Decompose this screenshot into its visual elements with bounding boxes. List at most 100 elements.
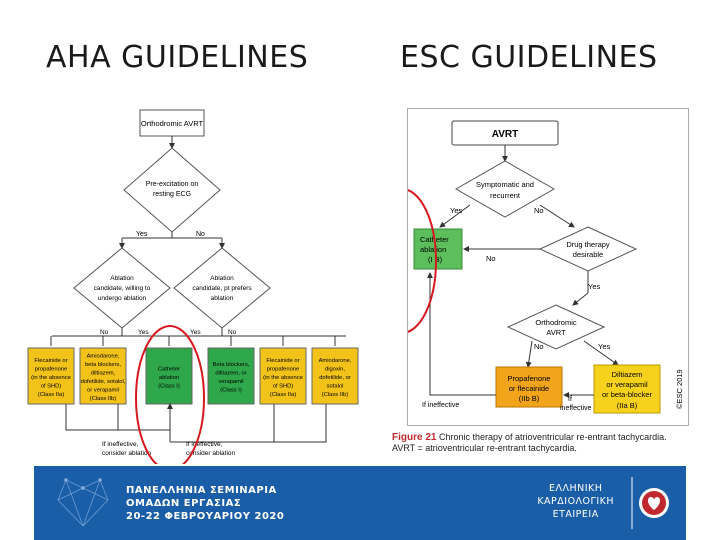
heart-network-icon <box>57 478 109 527</box>
esc-symptomatic-diamond <box>454 160 556 218</box>
aha-treatment-text: sotalol <box>327 383 344 389</box>
esc-no-1: No <box>534 206 544 215</box>
aha-treatment-text: (in the absence <box>263 375 303 381</box>
aha-treatment-text: dofetilide, or <box>319 375 351 381</box>
aha-treatment-text: of SHD) <box>273 383 294 389</box>
esc-copyright: ©ESC 2019 <box>675 369 684 409</box>
caption-figure-number: Figure 21 <box>392 432 437 443</box>
aha-treatment-text: diltiazem, <box>91 371 116 377</box>
esc-no-3: No <box>534 342 544 351</box>
society-line-3: ΕΤΑΙΡΕΙΑ <box>552 509 599 520</box>
aha-treatment-box <box>259 347 307 405</box>
esc-flowchart: AVRT Symptomatic and recurrent Yes No Ca… <box>367 108 689 426</box>
seminar-line-2: ΟΜΑΔΩΝ ΕΡΓΑΣΙΑΣ <box>126 498 242 509</box>
conference-banner: ΠΑΝΕΛΛΗΝΙΑ ΣΕΜΙΝΑΡΙΑ ΟΜΑΔΩΝ ΕΡΓΑΣΙΑΣ 20-… <box>34 466 686 540</box>
esc-diltiazem-line-2: or verapamil <box>606 380 648 389</box>
aha-yes-3: Yes <box>190 329 201 336</box>
esc-drug-diamond <box>538 226 638 272</box>
figure-caption: Figure 21 Chronic therapy of atrioventri… <box>392 432 712 454</box>
aha-treatment-box <box>27 347 75 405</box>
aha-treatment-text: or verapamil <box>87 388 119 394</box>
caption-abbreviation: AVRT = atrioventricular re-entrant tachy… <box>392 443 577 453</box>
aha-treatment-text: of SHD) <box>41 383 62 389</box>
aha-ineffective1-line-1: If ineffective, <box>102 441 139 448</box>
aha-treatment-text: digoxin, <box>325 366 345 372</box>
esc-drug-line-2: desirable <box>573 250 603 259</box>
aha-treatment-text: diltiazem, or <box>215 371 246 377</box>
aha-root-text: Orthodromic AVRT <box>141 119 204 128</box>
aha-d1-line-2: candidate, willing to <box>94 285 151 292</box>
aha-pre-excitation-diamond <box>123 147 221 233</box>
aha-treatment-text: dofetilide, sotalol, <box>81 379 126 385</box>
esc-catheter-box <box>413 228 463 270</box>
society-logo-icon <box>631 477 669 529</box>
seminar-info: ΠΑΝΕΛΛΗΝΙΑ ΣΕΜΙΝΑΡΙΑ ΟΜΑΔΩΝ ΕΡΓΑΣΙΑΣ 20-… <box>126 484 284 523</box>
caption-text: Chronic therapy of atrioventricular re-e… <box>438 432 667 442</box>
esc-root-text: AVRT <box>492 129 518 140</box>
aha-no-1: No <box>196 231 205 238</box>
aha-treatment-text: Flecainide or <box>34 358 67 364</box>
aha-treatment-box <box>207 347 255 405</box>
aha-no-3: No <box>228 329 237 336</box>
aha-treatment-text: (Class IIa) <box>270 392 296 398</box>
aha-treatment-text: Amiodarone, <box>319 358 352 364</box>
aha-d1-line-3: undergo ablation <box>98 295 147 302</box>
society-name: ΕΛΛΗΝΙΚΗ ΚΑΡΔΙΟΛΟΓΙΚΗ ΕΤΑΙΡΕΙΑ <box>537 482 614 521</box>
aha-d2-line-1: Ablation <box>210 275 234 282</box>
aha-d1-line-1: Ablation <box>110 275 134 282</box>
esc-propafenone-line-1: Propafenone <box>508 374 551 383</box>
aha-treatment-text: Beta blockers, <box>213 362 250 368</box>
aha-treatment-text: verapamil <box>218 379 243 385</box>
aha-flowchart: Orthodromic AVRT Pre-excitation on resti… <box>20 108 366 471</box>
esc-heading: ESC GUIDELINES <box>400 40 658 75</box>
esc-if-ineffective2-line-2: ineffective <box>560 405 591 412</box>
aha-treatment-text: Amiodarone, <box>87 354 120 360</box>
esc-diltiazem-line-3: or beta-blocker <box>602 390 653 399</box>
seminar-line-1: ΠΑΝΕΛΛΗΝΙΑ ΣΕΜΙΝΑΡΙΑ <box>126 485 277 496</box>
esc-orthodromic-diamond <box>506 304 606 350</box>
esc-symptomatic-line-2: recurrent <box>490 191 521 200</box>
society-line-2: ΚΑΡΔΙΟΛΟΓΙΚΗ <box>537 496 614 507</box>
aha-heading: AHA GUIDELINES <box>46 40 309 75</box>
esc-drug-line-1: Drug therapy <box>566 240 610 249</box>
esc-diltiazem-box <box>593 364 661 414</box>
esc-no-2: No <box>486 254 496 263</box>
aha-d2-line-2: candidate, pt prefers <box>192 285 252 292</box>
esc-yes-2: Yes <box>588 282 600 291</box>
esc-yes-3: Yes <box>598 342 610 351</box>
aha-pre-line-2: resting ECG <box>153 191 191 198</box>
aha-treatment-text: Flecainide or <box>266 358 299 364</box>
aha-no-2: No <box>100 329 109 336</box>
aha-root-box <box>139 109 205 137</box>
esc-yes-1: Yes <box>450 206 462 215</box>
aha-treatment-text: (Class I) <box>220 388 242 394</box>
esc-propafenone-line-3: (IIb B) <box>519 394 540 403</box>
esc-orthodromic-line-2: AVRT <box>546 328 566 337</box>
aha-treatment-text: propafenone <box>267 366 300 372</box>
aha-treatment-text: (in the absence <box>31 375 71 381</box>
aha-treatment-box <box>311 347 359 405</box>
society-line-1: ΕΛΛΗΝΙΚΗ <box>548 483 603 494</box>
aha-treatment-box <box>79 347 127 405</box>
aha-treatment-text: beta blockers, <box>85 362 121 368</box>
esc-if-ineffective2-line-1: If <box>568 396 572 403</box>
aha-ineffective2-line-1: If ineffective, <box>186 441 223 448</box>
esc-propafenone-box <box>495 366 563 408</box>
aha-treatment-text: (Class IIb) <box>90 396 116 402</box>
esc-propafenone-line-2: or flecainide <box>509 384 549 393</box>
aha-treatment-box <box>145 347 193 405</box>
aha-ineffective1-line-2: consider ablation <box>102 450 152 457</box>
aha-treatment-text: (Class IIa) <box>38 392 64 398</box>
aha-pre-line-1: Pre-excitation on <box>146 181 199 188</box>
esc-orthodromic-line-1: Orthodromic <box>535 318 577 327</box>
aha-yes-1: Yes <box>136 231 148 238</box>
aha-treatment-text: ablation <box>159 375 179 381</box>
esc-if-ineffective: If ineffective <box>422 402 459 409</box>
aha-treatment-text: (Class IIb) <box>322 392 348 398</box>
aha-d2-line-3: ablation <box>211 295 234 302</box>
esc-diltiazem-line-4: (IIa B) <box>617 401 638 410</box>
esc-diltiazem-line-1: Diltiazem <box>612 370 643 379</box>
aha-ineffective2-line-2: consider ablation <box>186 450 236 457</box>
aha-treatment-text: Catheter <box>158 366 180 372</box>
aha-treatment-text: (Class I) <box>158 383 180 389</box>
